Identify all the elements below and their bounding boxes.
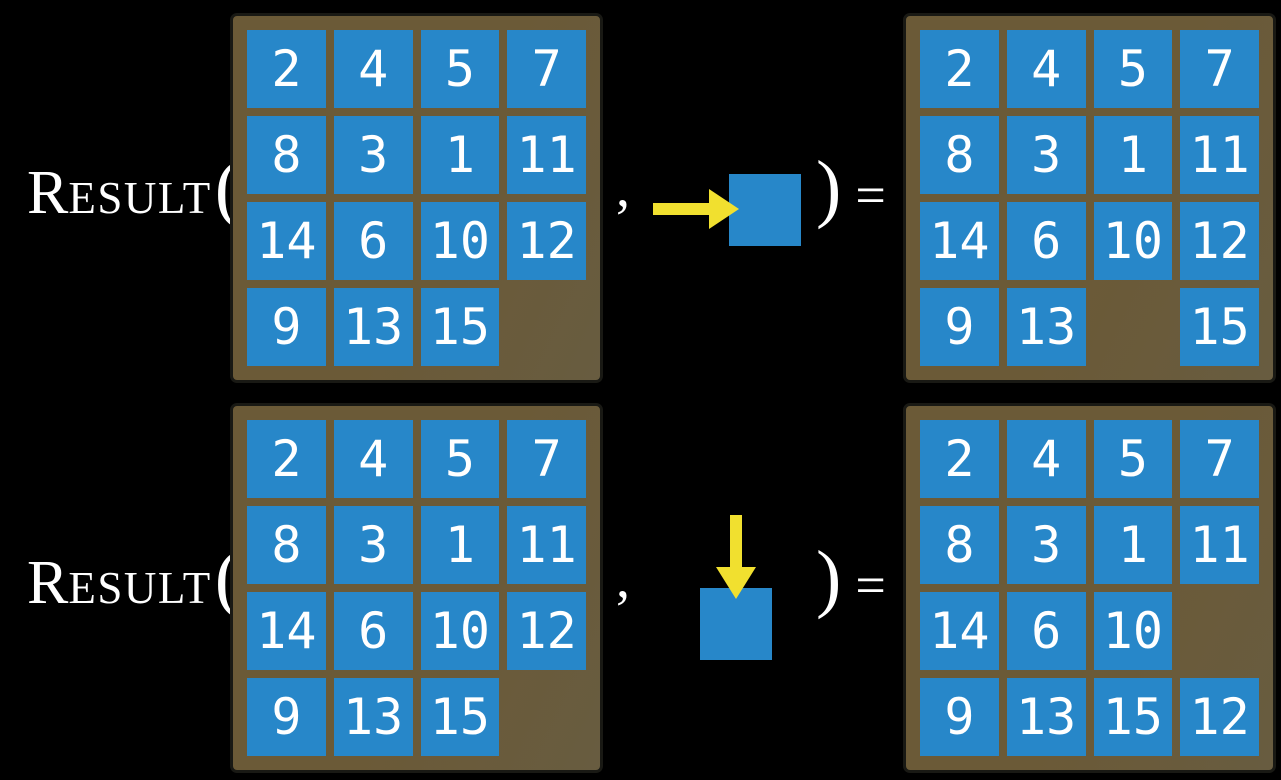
tile-1: 1 bbox=[420, 506, 500, 584]
function-name-rest: ESULT bbox=[68, 173, 212, 223]
tile-6: 6 bbox=[333, 202, 413, 280]
tile-10: 10 bbox=[1093, 592, 1173, 670]
tile-3: 3 bbox=[1006, 506, 1086, 584]
tile-9: 9 bbox=[920, 678, 999, 756]
tile-2: 2 bbox=[920, 30, 999, 108]
tile-15: 15 bbox=[1180, 288, 1259, 366]
tile-12: 12 bbox=[507, 592, 586, 670]
function-name-initial: R bbox=[27, 159, 69, 227]
close-paren-equals: )= bbox=[813, 540, 886, 616]
tile-3: 3 bbox=[333, 116, 413, 194]
result-function-label: RESULT( bbox=[27, 540, 240, 616]
tile-5: 5 bbox=[420, 420, 500, 498]
right-arrow-icon bbox=[653, 189, 739, 229]
tile-2: 2 bbox=[247, 30, 326, 108]
tile-14: 14 bbox=[920, 592, 999, 670]
tile-7: 7 bbox=[507, 30, 586, 108]
tile-10: 10 bbox=[420, 592, 500, 670]
tile-9: 9 bbox=[247, 678, 326, 756]
down-arrow-icon bbox=[716, 515, 756, 599]
tile-14: 14 bbox=[247, 592, 326, 670]
move-right-action bbox=[653, 174, 801, 246]
tile-6: 6 bbox=[1006, 592, 1086, 670]
comma-separator: , bbox=[616, 548, 630, 610]
result-function-label: RESULT( bbox=[27, 150, 240, 226]
tile-15: 15 bbox=[420, 678, 500, 756]
close-paren: ) bbox=[816, 146, 842, 230]
tile-6: 6 bbox=[333, 592, 413, 670]
move-down-action bbox=[700, 515, 772, 660]
tile-14: 14 bbox=[920, 202, 999, 280]
blank-cell bbox=[507, 678, 586, 756]
tile-2: 2 bbox=[247, 420, 326, 498]
equals-sign: = bbox=[855, 165, 886, 225]
tile-4: 4 bbox=[1006, 420, 1086, 498]
tile-7: 7 bbox=[1180, 420, 1259, 498]
tile-13: 13 bbox=[1006, 678, 1086, 756]
tile-8: 8 bbox=[247, 116, 326, 194]
tile-15: 15 bbox=[1093, 678, 1173, 756]
tile-5: 5 bbox=[1093, 420, 1173, 498]
tile-9: 9 bbox=[920, 288, 999, 366]
function-name-initial: R bbox=[27, 549, 69, 617]
equals-sign: = bbox=[855, 555, 886, 615]
tile-11: 11 bbox=[1180, 506, 1259, 584]
function-name-rest: ESULT bbox=[68, 563, 212, 613]
tile-13: 13 bbox=[1006, 288, 1086, 366]
tile-13: 13 bbox=[333, 288, 413, 366]
tile-4: 4 bbox=[1006, 30, 1086, 108]
tile-3: 3 bbox=[1006, 116, 1086, 194]
tile-12: 12 bbox=[507, 202, 586, 280]
tile-12: 12 bbox=[1180, 202, 1259, 280]
blank-cell bbox=[507, 288, 586, 366]
comma-separator: , bbox=[616, 157, 630, 219]
blank-cell bbox=[1094, 288, 1173, 366]
tile-13: 13 bbox=[333, 678, 413, 756]
tile-4: 4 bbox=[333, 420, 413, 498]
tile-7: 7 bbox=[507, 420, 586, 498]
tile-8: 8 bbox=[247, 506, 326, 584]
tile-8: 8 bbox=[920, 506, 999, 584]
tile-2: 2 bbox=[920, 420, 999, 498]
tile-1: 1 bbox=[1093, 116, 1173, 194]
tile-9: 9 bbox=[247, 288, 326, 366]
tile-1: 1 bbox=[1093, 506, 1173, 584]
tile-10: 10 bbox=[1093, 202, 1173, 280]
tile-7: 7 bbox=[1180, 30, 1259, 108]
blank-tile-icon bbox=[729, 174, 801, 246]
tile-5: 5 bbox=[420, 30, 500, 108]
tile-11: 11 bbox=[1180, 116, 1259, 194]
tile-3: 3 bbox=[333, 506, 413, 584]
tile-10: 10 bbox=[420, 202, 500, 280]
tile-8: 8 bbox=[920, 116, 999, 194]
tile-1: 1 bbox=[420, 116, 500, 194]
tile-5: 5 bbox=[1093, 30, 1173, 108]
tile-6: 6 bbox=[1006, 202, 1086, 280]
tile-4: 4 bbox=[333, 30, 413, 108]
tile-11: 11 bbox=[507, 506, 586, 584]
blank-tile-icon bbox=[700, 588, 772, 660]
tile-15: 15 bbox=[420, 288, 500, 366]
blank-cell bbox=[1180, 592, 1259, 670]
tile-14: 14 bbox=[247, 202, 326, 280]
tile-11: 11 bbox=[507, 116, 586, 194]
close-paren: ) bbox=[816, 536, 842, 620]
tile-12: 12 bbox=[1180, 678, 1259, 756]
close-paren-equals: )= bbox=[813, 150, 886, 226]
